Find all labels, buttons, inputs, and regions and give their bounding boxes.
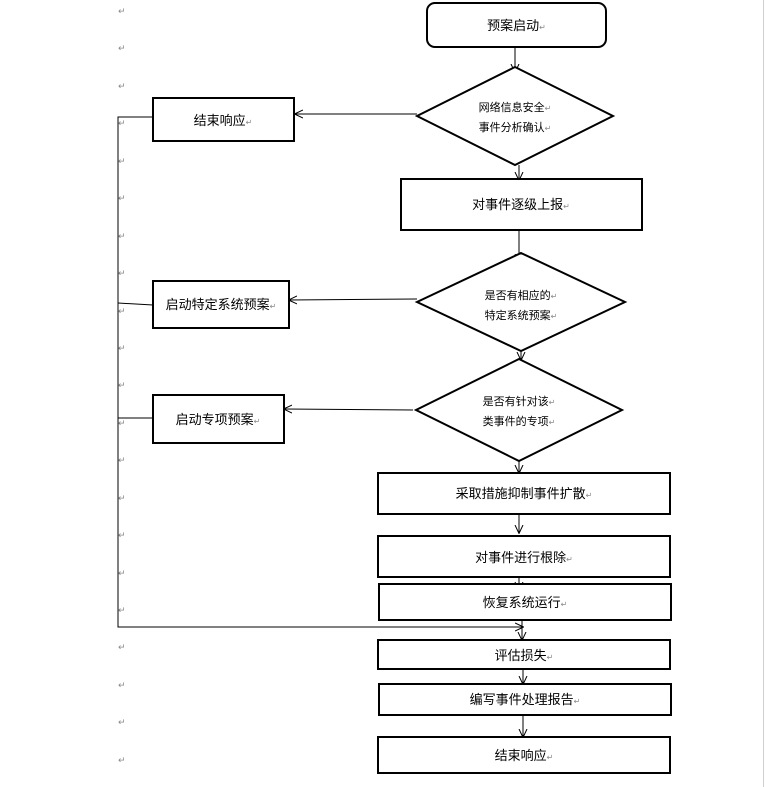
paragraph-mark-icon: ↵ <box>545 124 552 133</box>
flow-node-contain-label: 采取措施抑制事件扩散↵ <box>456 487 593 502</box>
paragraph-mark-icon: ↵ <box>118 157 126 167</box>
paragraph-mark-icon: ↵ <box>549 398 556 407</box>
paragraph-mark-icon: ↵ <box>118 82 126 92</box>
paragraph-mark-icon: ↵ <box>270 302 277 311</box>
flow-node-has-plan: 是否有相应的↵ 特定系统预案↵ <box>414 251 628 353</box>
paragraph-mark-icon: ↵ <box>246 118 253 127</box>
arrow-has-special-to-start-special <box>284 409 414 410</box>
flow-node-evaluate: 评估损失↵ <box>377 639 671 670</box>
flow-node-end-left-label: 结束响应↵ <box>194 113 253 129</box>
flow-node-start-specific-label: 启动特定系统预案↵ <box>166 298 277 313</box>
paragraph-mark-icon: ↵ <box>118 44 126 54</box>
paragraph-mark-icon: ↵ <box>539 23 546 32</box>
paragraph-mark-icon: ↵ <box>118 419 126 429</box>
flow-node-analyze-label-line-2: 事件分析确认↵ <box>479 120 552 134</box>
flow-node-has-special-label-line-1: 是否有针对该↵ <box>483 394 556 408</box>
flow-node-report-label: 对事件逐级上报↵ <box>472 198 570 213</box>
paragraph-mark-icon: ↵ <box>563 202 570 211</box>
flow-node-end-label: 结束响应↵ <box>495 748 554 764</box>
flow-node-end-left: 结束响应↵ <box>152 97 295 142</box>
paragraph-mark-icon: ↵ <box>551 292 558 301</box>
paragraph-mark-icon: ↵ <box>118 232 126 242</box>
flow-node-has-plan-label-line-2: 特定系统预案↵ <box>485 308 558 322</box>
flow-node-start-specific: 启动特定系统预案↵ <box>152 280 290 329</box>
flow-node-write-report-label: 编写事件处理报告↵ <box>470 693 581 708</box>
flow-node-has-special-label-line-2: 类事件的专项↵ <box>483 414 556 428</box>
paragraph-mark-icon: ↵ <box>574 697 581 706</box>
flow-node-eradicate-label: 对事件进行根除↵ <box>475 551 573 566</box>
paragraph-mark-icon: ↵ <box>551 312 558 321</box>
flow-node-write-report: 编写事件处理报告↵ <box>378 683 672 716</box>
paragraph-mark-icon: ↵ <box>118 494 126 504</box>
flow-node-analyze: 网络信息安全↵ 事件分析确认↵ <box>414 65 616 167</box>
page-right-edge <box>763 0 764 787</box>
paragraph-mark-icon: ↵ <box>118 307 126 317</box>
paragraph-mark-icon: ↵ <box>118 456 126 466</box>
paragraph-mark-icon: ↵ <box>547 753 554 762</box>
flow-node-start-label: 预案启动↵ <box>487 19 546 34</box>
paragraph-mark-icon: ↵ <box>549 418 556 427</box>
paragraph-mark-icon: ↵ <box>118 194 126 204</box>
paragraph-mark-icon: ↵ <box>118 344 126 354</box>
paragraph-mark-icon: ↵ <box>118 643 126 653</box>
paragraph-mark-icon: ↵ <box>118 119 126 129</box>
paragraph-mark-icon: ↵ <box>118 569 126 579</box>
flow-node-report: 对事件逐级上报↵ <box>400 178 643 231</box>
flow-node-start-special: 启动专项预案↵ <box>152 394 285 444</box>
flow-node-analyze-label-line-1: 网络信息安全↵ <box>479 100 552 114</box>
paragraph-mark-icon: ↵ <box>118 756 126 766</box>
paragraph-mark-icon: ↵ <box>118 606 126 616</box>
paragraph-mark-icon: ↵ <box>118 531 126 541</box>
flow-node-evaluate-label: 评估损失↵ <box>495 649 554 664</box>
flow-node-end: 结束响应↵ <box>377 736 671 774</box>
paragraph-mark-icon: ↵ <box>547 653 554 662</box>
paragraph-mark-icon: ↵ <box>118 681 126 691</box>
flow-node-start: 预案启动↵ <box>426 2 607 48</box>
paragraph-mark-icon: ↵ <box>118 381 126 391</box>
flow-node-has-plan-label-line-1: 是否有相应的↵ <box>485 288 558 302</box>
arrow-has-plan-to-start-specific <box>289 299 418 300</box>
paragraph-mark-icon: ↵ <box>118 7 126 17</box>
paragraph-mark-icon: ↵ <box>561 600 568 609</box>
line-start-specific-to-merge <box>117 302 154 306</box>
flow-node-has-special: 是否有针对该↵ 类事件的专项↵ <box>413 357 625 463</box>
arrow-merge-to-evaluate <box>117 116 523 627</box>
paragraph-mark-icon: ↵ <box>545 104 552 113</box>
flow-node-eradicate: 对事件进行根除↵ <box>377 535 671 578</box>
flow-node-restore-label: 恢复系统运行↵ <box>483 596 568 611</box>
paragraph-mark-icon: ↵ <box>118 269 126 279</box>
flow-node-contain: 采取措施抑制事件扩散↵ <box>377 472 671 515</box>
paragraph-mark-icon: ↵ <box>586 491 593 500</box>
paragraph-mark-icon: ↵ <box>254 417 261 426</box>
flow-node-restore: 恢复系统运行↵ <box>378 583 672 621</box>
flow-node-start-special-label: 启动专项预案↵ <box>176 413 261 428</box>
paragraph-mark-icon: ↵ <box>566 555 573 564</box>
paragraph-mark-icon: ↵ <box>118 718 126 728</box>
